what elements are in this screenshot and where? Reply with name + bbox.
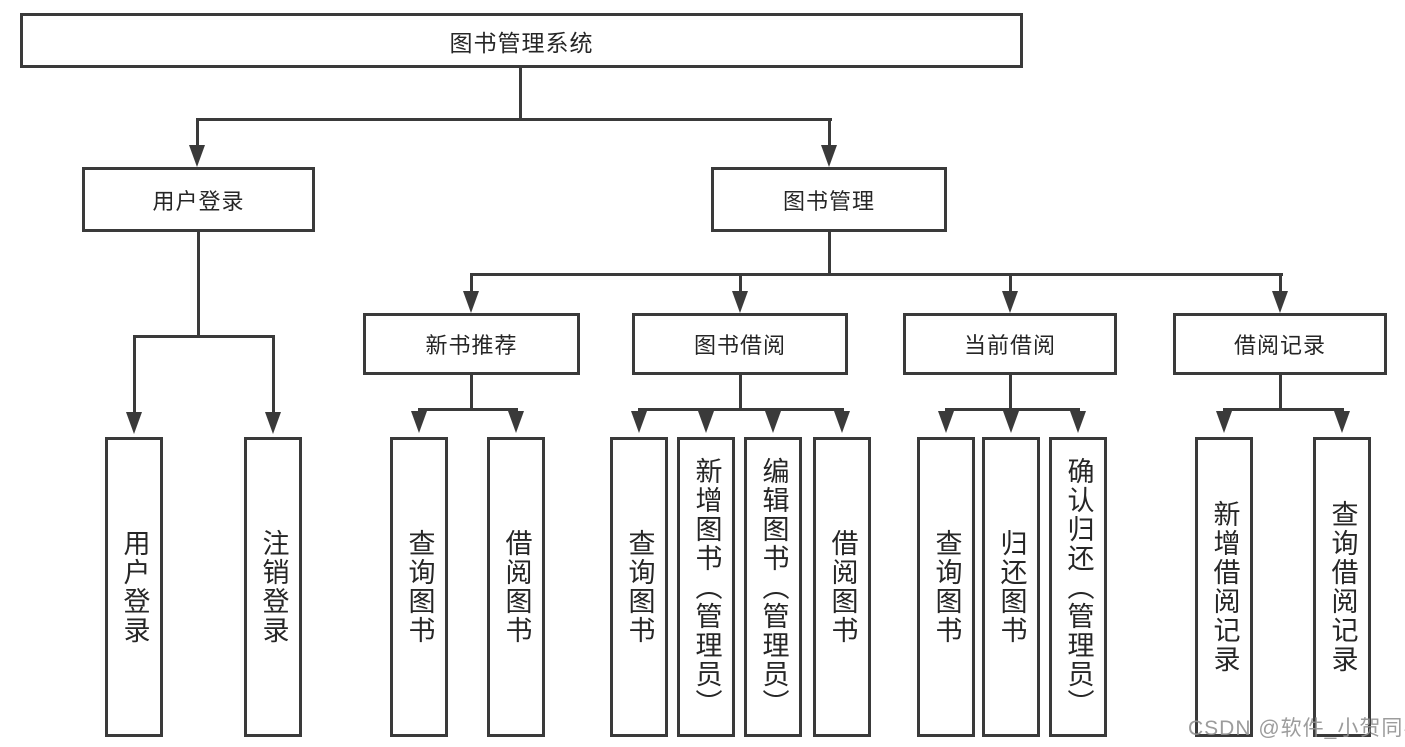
connector-line bbox=[418, 408, 518, 411]
node-label: 用户登录 bbox=[119, 529, 150, 645]
leaf-login-logout: 注销登录 bbox=[244, 437, 302, 737]
node-label: 新书推荐 bbox=[425, 333, 518, 358]
leaf-current-return-books: 归还图书 bbox=[982, 437, 1040, 737]
connector-line bbox=[1223, 408, 1344, 411]
leaf-recommend-borrow-books: 借阅图书 bbox=[487, 437, 545, 737]
connector-line bbox=[828, 118, 831, 148]
arrowhead bbox=[732, 291, 748, 313]
node-borrow-records: 借阅记录 bbox=[1173, 313, 1387, 375]
connector-line bbox=[133, 335, 275, 338]
node-label: 图书借阅 bbox=[693, 333, 786, 358]
node-label: 新增借阅记录 bbox=[1209, 500, 1240, 674]
node-user-login: 用户登录 bbox=[82, 167, 315, 232]
connector-line bbox=[1009, 273, 1012, 293]
arrowhead bbox=[834, 411, 850, 433]
connector-line bbox=[1009, 375, 1012, 410]
arrowhead bbox=[1002, 291, 1018, 313]
leaf-current-query-books: 查询图书 bbox=[917, 437, 975, 737]
connector-line bbox=[828, 232, 831, 276]
arrowhead bbox=[265, 412, 281, 434]
connector-line bbox=[470, 273, 1283, 276]
arrowhead bbox=[1003, 411, 1019, 433]
arrowhead bbox=[189, 145, 205, 167]
node-label: 当前借阅 bbox=[963, 333, 1056, 358]
arrowhead bbox=[938, 411, 954, 433]
connector-line bbox=[945, 408, 1080, 411]
arrowhead bbox=[1070, 411, 1086, 433]
node-book-borrowing: 图书借阅 bbox=[632, 313, 848, 375]
connector-line bbox=[739, 273, 742, 293]
node-label: 确认归还（管理员） bbox=[1063, 456, 1094, 718]
connector-line bbox=[1279, 375, 1282, 410]
connector-line bbox=[197, 232, 200, 338]
node-book-management: 图书管理 bbox=[711, 167, 947, 232]
connector-line bbox=[196, 118, 199, 148]
node-label: 借阅图书 bbox=[501, 529, 532, 645]
connector-line bbox=[638, 408, 844, 411]
arrowhead bbox=[411, 411, 427, 433]
node-label: 新增图书（管理员） bbox=[691, 456, 722, 718]
leaf-recommend-query-books: 查询图书 bbox=[390, 437, 448, 737]
node-label: 查询借阅记录 bbox=[1327, 500, 1358, 674]
connector-line bbox=[519, 68, 522, 121]
arrowhead bbox=[463, 291, 479, 313]
node-label: 图书管理 bbox=[782, 188, 875, 214]
node-label: 查询图书 bbox=[931, 529, 962, 645]
node-label: 用户登录 bbox=[152, 188, 245, 214]
arrowhead bbox=[698, 411, 714, 433]
connector-line bbox=[196, 118, 832, 121]
connector-line bbox=[470, 273, 473, 293]
leaf-borrowing-add-book-admin: 新增图书（管理员） bbox=[677, 437, 735, 737]
node-label: 借阅图书 bbox=[827, 529, 858, 645]
leaf-records-query-borrow-record: 查询借阅记录 bbox=[1313, 437, 1371, 737]
arrowhead bbox=[1334, 411, 1350, 433]
arrowhead bbox=[631, 411, 647, 433]
arrowhead bbox=[508, 411, 524, 433]
node-label: 查询图书 bbox=[404, 529, 435, 645]
arrowhead bbox=[126, 412, 142, 434]
node-label: 编辑图书（管理员） bbox=[758, 456, 789, 718]
arrowhead bbox=[1216, 411, 1232, 433]
arrowhead bbox=[765, 411, 781, 433]
leaf-current-confirm-return-admin: 确认归还（管理员） bbox=[1049, 437, 1107, 737]
csdn-watermark: CSDN @软件_小贺同学 bbox=[1188, 717, 1405, 740]
node-label: 借阅记录 bbox=[1233, 333, 1326, 358]
connector-line bbox=[739, 375, 742, 410]
leaf-borrowing-borrow-books: 借阅图书 bbox=[813, 437, 871, 737]
node-current-borrowing: 当前借阅 bbox=[903, 313, 1117, 375]
node-label: 注销登录 bbox=[258, 529, 289, 645]
connector-line bbox=[133, 335, 136, 413]
node-label: 归还图书 bbox=[996, 529, 1027, 645]
leaf-borrowing-edit-book-admin: 编辑图书（管理员） bbox=[744, 437, 802, 737]
leaf-login-user-login: 用户登录 bbox=[105, 437, 163, 737]
leaf-records-add-borrow-record: 新增借阅记录 bbox=[1195, 437, 1253, 737]
connector-line bbox=[470, 375, 473, 410]
arrowhead bbox=[1272, 291, 1288, 313]
node-library-system: 图书管理系统 bbox=[20, 13, 1023, 68]
node-label: 图书管理系统 bbox=[449, 29, 594, 56]
arrowhead bbox=[821, 145, 837, 167]
connector-line bbox=[1279, 273, 1282, 293]
node-new-book-recommend: 新书推荐 bbox=[363, 313, 580, 375]
node-label: 查询图书 bbox=[624, 529, 655, 645]
leaf-borrowing-query-books: 查询图书 bbox=[610, 437, 668, 737]
connector-line bbox=[272, 335, 275, 413]
